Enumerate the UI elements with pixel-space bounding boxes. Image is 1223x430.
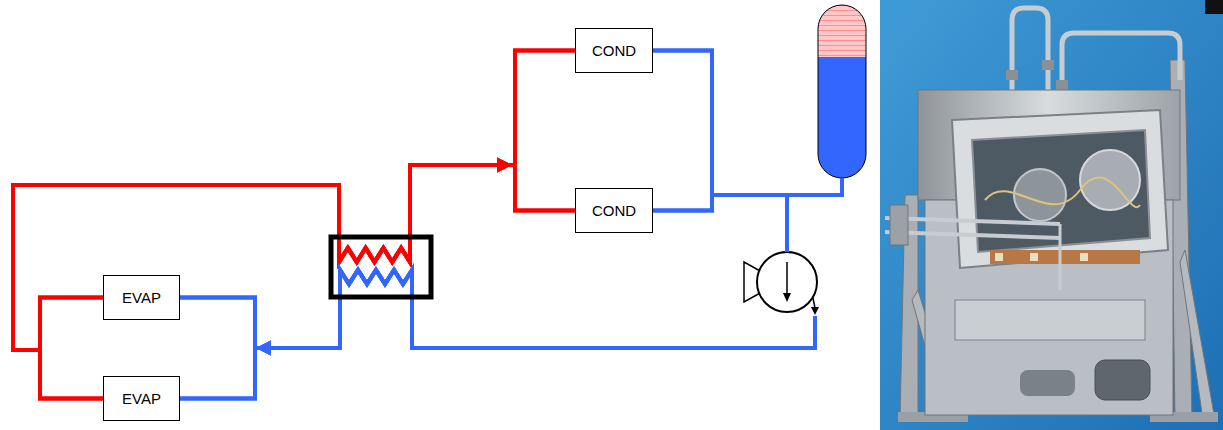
arrow-head [256, 341, 271, 356]
flow-line [180, 195, 815, 399]
flow-path [13, 165, 575, 399]
node-label: COND [592, 42, 636, 60]
flow-path [180, 51, 815, 349]
flow-path [180, 51, 815, 399]
process-box: EVAP [103, 376, 180, 421]
node-label: EVAP [122, 289, 161, 307]
process-box: EVAP [103, 275, 180, 320]
arrow-head [497, 158, 512, 173]
flow-path [180, 195, 815, 399]
node-label: EVAP [122, 390, 161, 408]
pump-symbol [744, 252, 819, 315]
arrow-head [497, 158, 512, 173]
flow-path [13, 51, 575, 351]
flow-line [180, 51, 815, 356]
accumulator [818, 5, 866, 178]
process-box: COND [575, 28, 653, 73]
flow-line [13, 51, 575, 351]
arrow-head [256, 341, 271, 356]
arrow-head [256, 341, 271, 356]
flow-line [180, 195, 815, 356]
node-label: COND [592, 202, 636, 220]
flow-line [13, 158, 575, 399]
arrow-head [497, 158, 512, 173]
heat-exchanger-frame [331, 237, 431, 297]
hardware-photo [880, 0, 1223, 430]
accumulator-line [787, 178, 842, 195]
flow-line [180, 51, 815, 399]
flow-path [180, 195, 815, 348]
flow-path [13, 165, 575, 350]
arrow-head [497, 158, 512, 173]
process-box: COND [575, 188, 653, 233]
arrow-head [256, 341, 271, 356]
